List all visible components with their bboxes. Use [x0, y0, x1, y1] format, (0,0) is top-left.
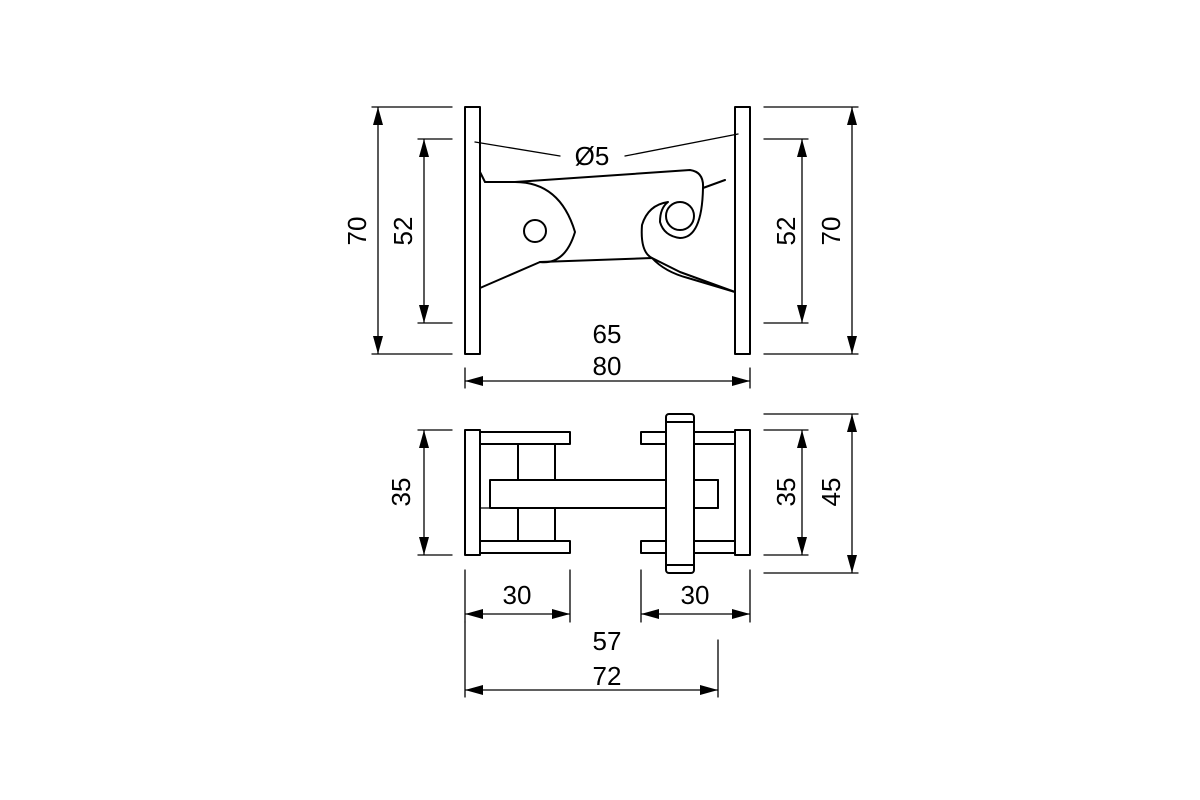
- front-dim-left-inner-label: 52: [388, 217, 418, 246]
- top-dim-outer-length-label: 72: [593, 661, 622, 691]
- top-view: 35 35 45 30 30 57 7: [386, 413, 859, 698]
- front-lower-link: [539, 257, 736, 293]
- front-dim-outer-width-label: 80: [593, 351, 622, 381]
- front-dim-right-outer-label: 70: [816, 217, 846, 246]
- top-dim-right-outer-label: 45: [816, 478, 846, 507]
- front-dim-right-outer: 70: [763, 106, 859, 355]
- top-right-pin: [665, 413, 695, 574]
- front-left-pin-hole: [523, 219, 547, 243]
- hole-diameter-label: Ø5: [575, 141, 610, 171]
- front-left-plate: [464, 106, 481, 355]
- front-view: Ø5 70 52 52 70 65 80: [342, 106, 859, 389]
- front-dim-left-outer-label: 70: [342, 217, 372, 246]
- front-upper-link: [479, 169, 726, 189]
- top-right-pin-end: [665, 421, 695, 566]
- top-dim-left-height: 35: [386, 429, 453, 556]
- top-dim-right-inner-label: 35: [771, 478, 801, 507]
- top-dim-left-height-label: 35: [386, 478, 416, 507]
- hole-diameter-leader-left: [474, 141, 561, 157]
- top-dim-left-width: 30: [464, 569, 571, 623]
- top-dim-right-inner: 35: [763, 429, 809, 556]
- top-dim-inner-length-label: 57: [593, 626, 622, 656]
- top-dim-left-width-label: 30: [503, 580, 532, 610]
- top-dim-length: 57 72: [464, 621, 719, 698]
- top-left-upper-flange: [479, 431, 571, 445]
- front-right-pin: [665, 201, 695, 231]
- front-dim-inner-width-label: 65: [593, 319, 622, 349]
- front-left-ear: [479, 181, 576, 289]
- front-right-plate: [734, 106, 751, 355]
- top-dim-right-outer: 45: [763, 413, 859, 574]
- front-dim-right-inner: 52: [763, 138, 809, 324]
- top-dim-right-width: 30: [640, 569, 751, 623]
- top-left-lower-flange: [479, 540, 571, 554]
- top-dim-right-width-label: 30: [681, 580, 710, 610]
- front-dim-left-outer: 70: [342, 106, 453, 355]
- front-dim-left-inner: 52: [388, 138, 453, 324]
- top-right-assembly: [640, 413, 751, 574]
- front-right-hook: [640, 187, 736, 293]
- front-dim-width: 65 80: [464, 319, 751, 389]
- top-right-end-plate: [734, 429, 751, 556]
- hole-diameter-leader-right: [624, 133, 739, 157]
- top-link-bar-overlap: [693, 479, 719, 509]
- front-dim-right-inner-label: 52: [771, 217, 801, 246]
- top-left-end-plate: [464, 429, 481, 556]
